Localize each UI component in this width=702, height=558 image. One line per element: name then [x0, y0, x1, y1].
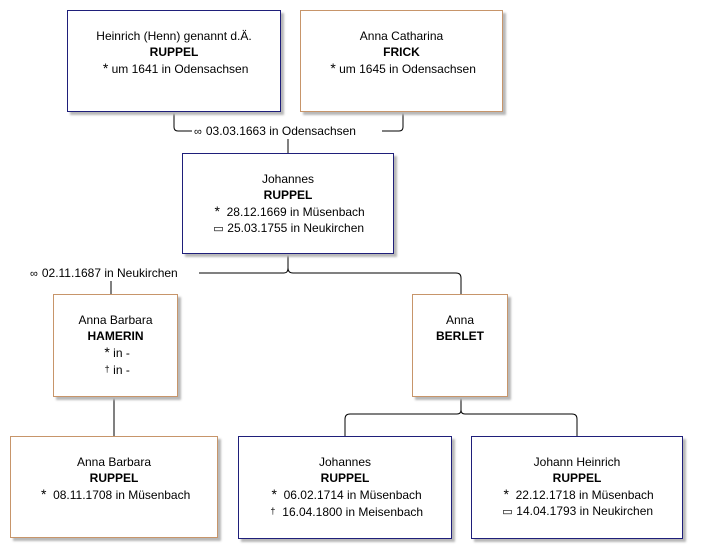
marriage-icon: ∞ [194, 126, 202, 138]
death-text: 16.04.1800 in Meisenbach [282, 505, 424, 519]
birth-event: *um 1645 in Odensachsen [301, 60, 502, 77]
death-event: † 16.04.1800 in Meisenbach [239, 503, 451, 520]
surname: RUPPEL [552, 471, 602, 485]
marriage-date-first: 02.11.1687 in Neukirchen [41, 266, 178, 280]
birth-event: * 22.12.1718 in Müsenbach [472, 486, 682, 503]
given-name: Anna Barbara [78, 313, 153, 327]
person-box-anna-barbara-hamerin[interactable]: Anna Barbara HAMERIN *in - †in - [53, 294, 178, 397]
given-name: Anna [445, 313, 475, 327]
birth-event: * 28.12.1669 in Müsenbach [183, 203, 393, 220]
given-name: Johannes [318, 455, 372, 469]
given-name: Johannes [261, 172, 315, 186]
connector-berlet-branch [287, 267, 462, 294]
death-event: †in - [54, 361, 177, 378]
person-box-anna-barbara-ruppel[interactable]: Anna Barbara RUPPEL * 08.11.1708 in Müse… [10, 436, 218, 538]
birth-icon: * [214, 203, 220, 219]
person-box-heinrich-ruppel[interactable]: Heinrich (Henn) genannt d.Ä. RUPPEL *um … [67, 10, 281, 112]
surname: RUPPEL [263, 188, 313, 202]
birth-text: um 1645 in Odensachsen [339, 62, 476, 76]
birth-text: in - [113, 346, 130, 360]
birth-event: * 06.02.1714 in Müsenbach [239, 486, 451, 503]
birth-event: *in - [54, 344, 177, 361]
birth-text: 08.11.1708 in Müsenbach [53, 488, 191, 502]
person-box-johannes-ruppel-1669[interactable]: Johannes RUPPEL * 28.12.1669 in Müsenbac… [182, 153, 394, 254]
person-box-anna-berlet[interactable]: Anna BERLET [412, 294, 508, 397]
burial-icon: ▭ [502, 506, 512, 518]
birth-icon: * [503, 486, 509, 502]
surname: HAMERIN [87, 329, 144, 343]
birth-text: 22.12.1718 in Müsenbach [515, 488, 654, 502]
connector-johannes-to-wives [199, 254, 289, 274]
burial-event: ▭ 14.04.1793 in Neukirchen [472, 503, 682, 520]
surname: BERLET [436, 329, 484, 343]
connector-heinrich-marriage [173, 113, 196, 132]
birth-icon: * [40, 486, 47, 502]
marriage-icon: ∞ [30, 268, 38, 280]
person-box-johannes-ruppel-1714[interactable]: Johannes RUPPEL * 06.02.1714 in Müsenbac… [238, 436, 452, 539]
surname: FRICK [383, 45, 420, 59]
marriage-label-first: ∞02.11.1687 in Neukirchen [28, 266, 180, 281]
given-name: Johann Heinrich [533, 455, 621, 469]
birth-icon: * [271, 486, 277, 502]
birth-icon: * [102, 60, 109, 76]
marriage-date-parents: 03.03.1663 in Odensachsen [205, 124, 356, 138]
death-icon: † [104, 364, 110, 374]
connector-frick-marriage [382, 113, 404, 132]
burial-event: ▭ 25.03.1755 in Neukirchen [183, 220, 393, 237]
birth-icon: * [330, 60, 336, 76]
person-box-anna-catharina-frick[interactable]: Anna Catharina FRICK *um 1645 in Odensac… [300, 10, 503, 112]
birth-text: um 1641 in Odensachsen [111, 62, 249, 76]
death-icon: † [270, 506, 276, 516]
birth-event: *um 1641 in Odensachsen [68, 60, 280, 77]
given-name: Heinrich (Henn) genannt d.Ä. [96, 29, 252, 43]
connector-berlet-to-sons [344, 397, 462, 436]
surname: RUPPEL [320, 471, 370, 485]
surname: RUPPEL [89, 471, 139, 485]
given-name: Anna Catharina [359, 29, 444, 43]
birth-icon: * [104, 344, 110, 360]
surname: RUPPEL [149, 45, 199, 59]
burial-text: 25.03.1755 in Neukirchen [227, 221, 365, 235]
birth-event: * 08.11.1708 in Müsenbach [11, 486, 217, 503]
marriage-label-parents: ∞03.03.1663 in Odensachsen [192, 124, 358, 139]
person-box-johann-heinrich-ruppel[interactable]: Johann Heinrich RUPPEL * 22.12.1718 in M… [471, 436, 683, 539]
given-name: Anna Barbara [76, 455, 152, 469]
birth-text: 28.12.1669 in Müsenbach [226, 205, 365, 219]
birth-text: 06.02.1714 in Müsenbach [283, 488, 422, 502]
burial-icon: ▭ [213, 223, 223, 235]
burial-text: 14.04.1793 in Neukirchen [516, 504, 654, 518]
death-text: in - [113, 363, 130, 377]
connector-berlet-to-johann-heinrich [460, 409, 578, 436]
